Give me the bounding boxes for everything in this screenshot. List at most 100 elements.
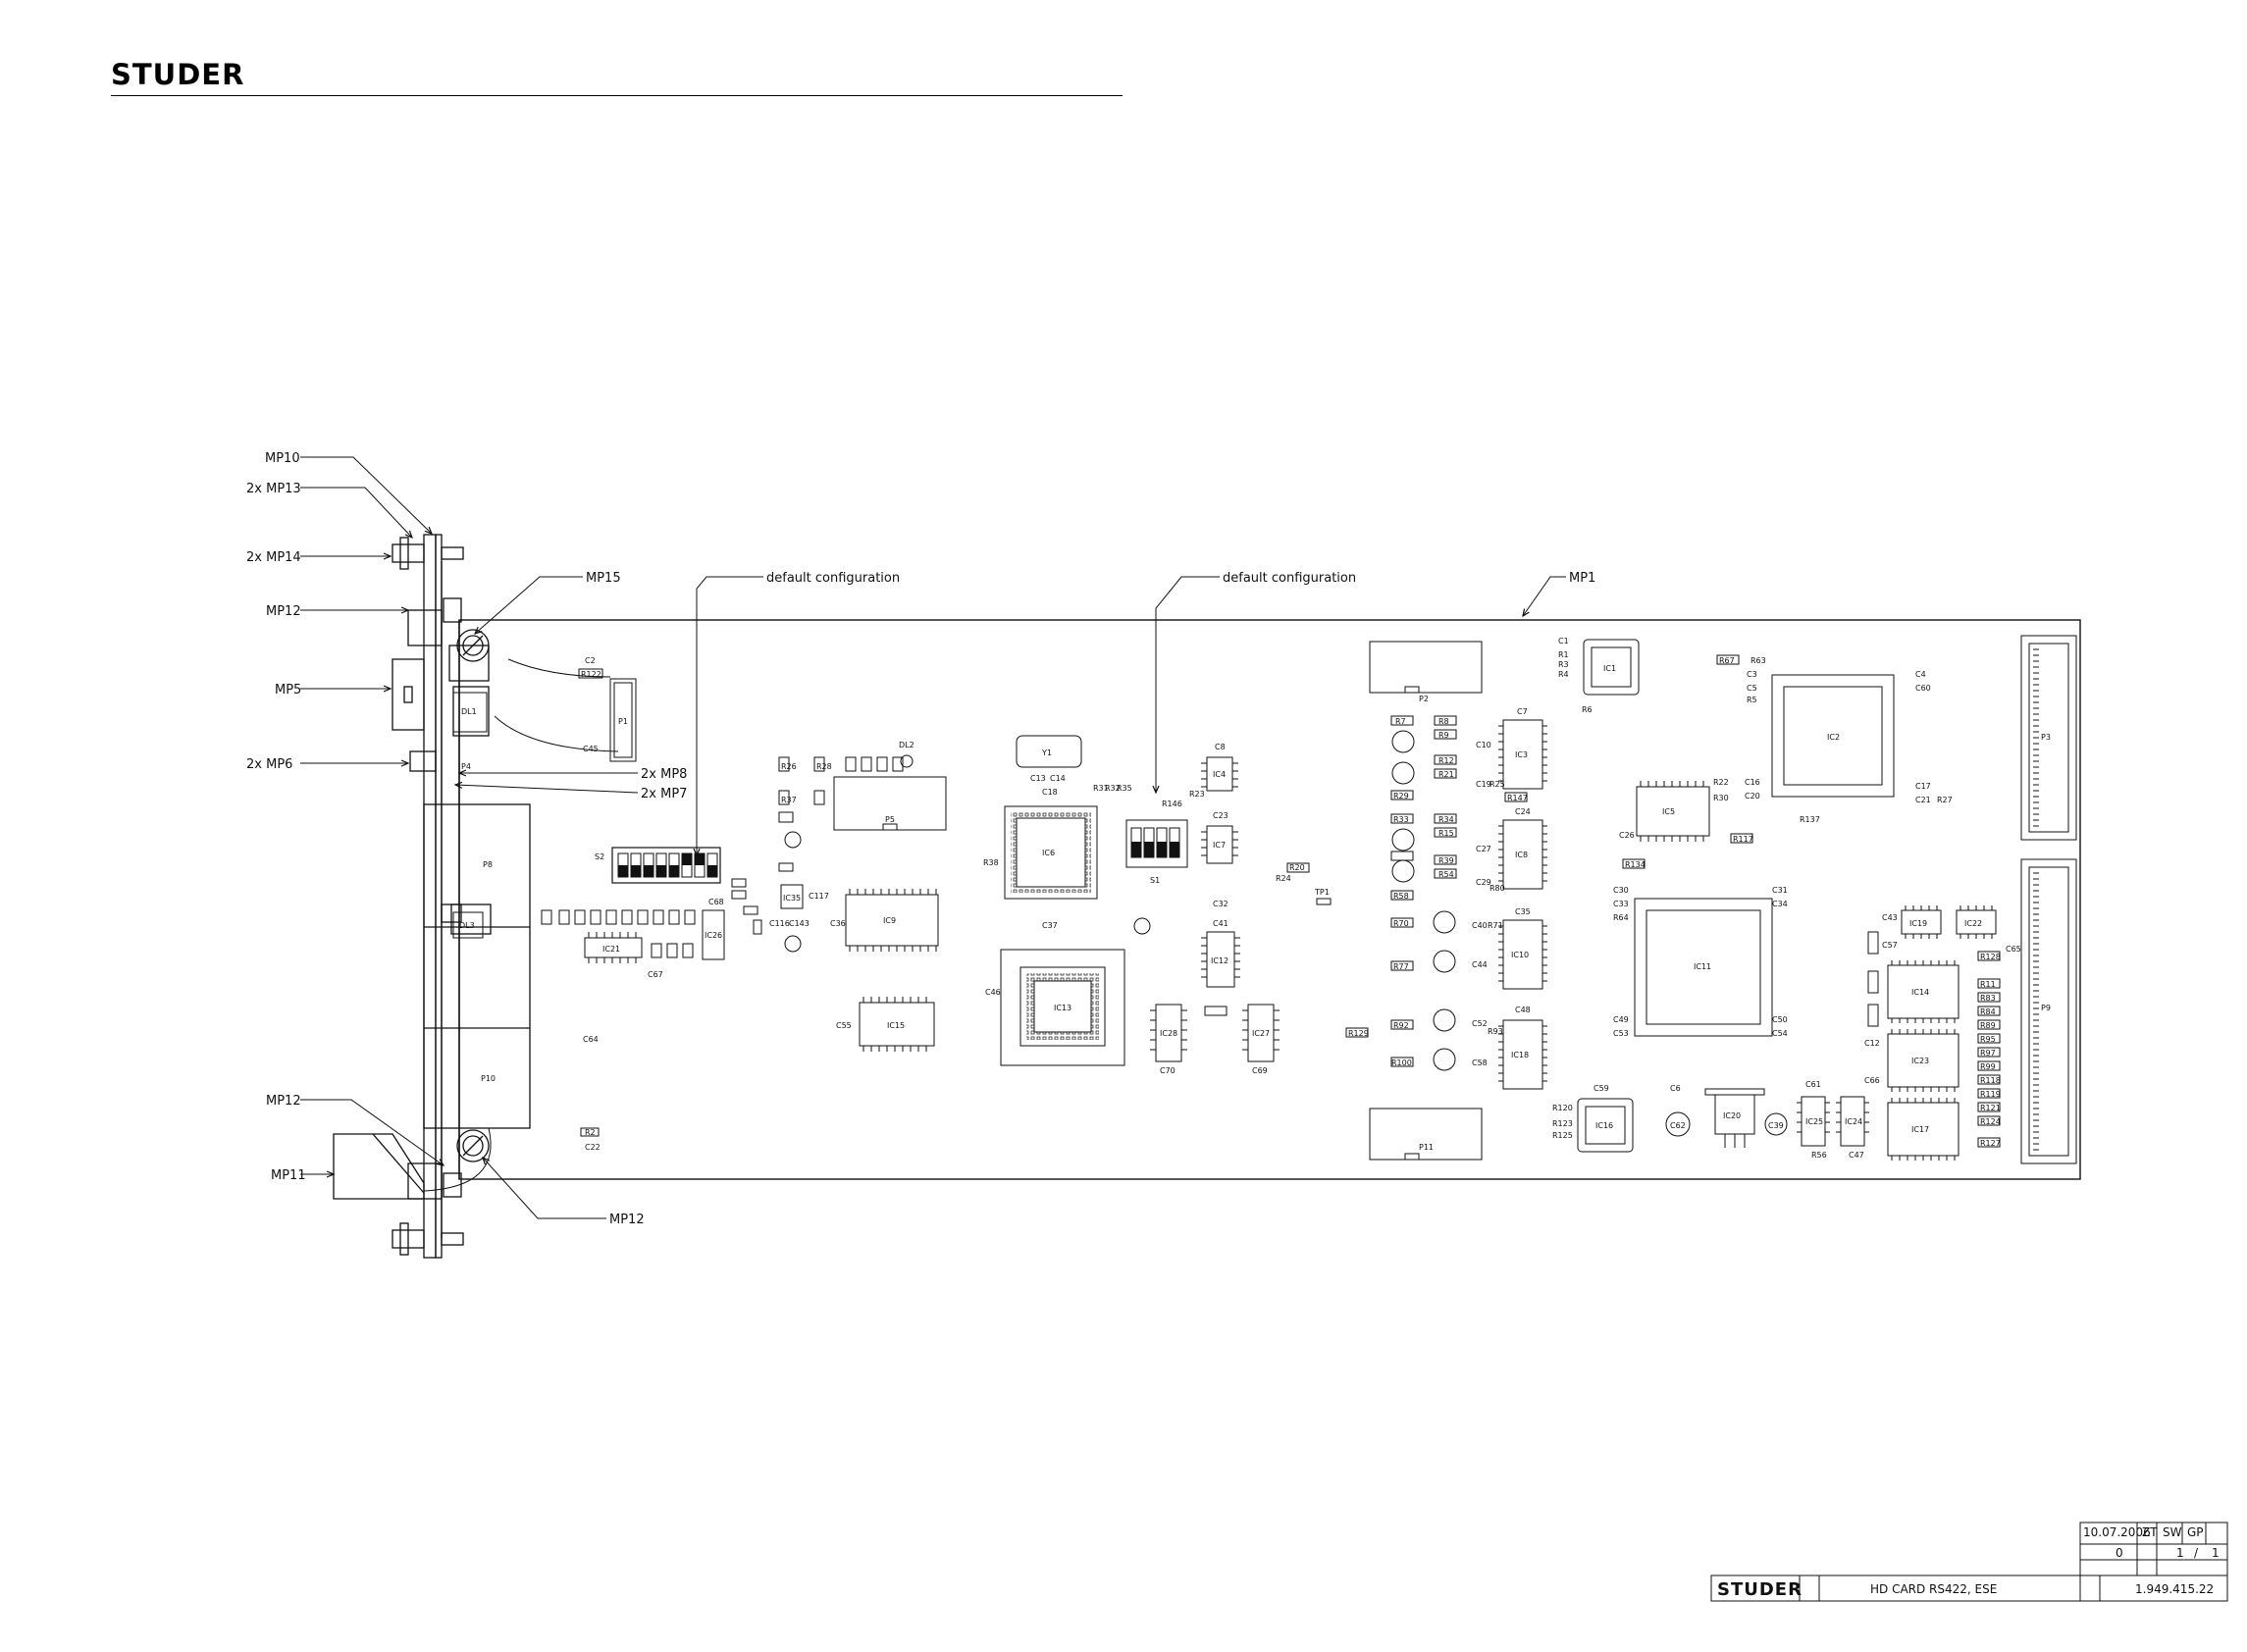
label-c33: C33 [1613, 900, 1629, 908]
label-ic7: IC7 [1213, 841, 1226, 850]
label-r35: R35 [1117, 784, 1132, 793]
label-tp1: TP1 [1314, 888, 1330, 897]
label-c65: C65 [2006, 945, 2021, 954]
label-c43: C43 [1882, 913, 1898, 922]
mid-left-components [778, 735, 1188, 1066]
callout-lines [300, 456, 1566, 1219]
label-r95: R95 [1980, 1035, 1996, 1044]
label-ic22: IC22 [1964, 919, 1982, 928]
label-c7: C7 [1517, 707, 1528, 716]
label-ic3: IC3 [1515, 750, 1528, 759]
label-r129: R129 [1348, 1029, 1369, 1038]
checked-by: SW [2163, 1525, 2182, 1539]
label-ic28: IC28 [1160, 1029, 1177, 1038]
label-ic14: IC14 [1911, 988, 1929, 997]
label-c70: C70 [1160, 1066, 1176, 1075]
label-r118: R118 [1980, 1076, 2001, 1085]
page-number: 1 [2176, 1546, 2184, 1560]
label-c17: C17 [1915, 782, 1931, 791]
label-r147: R147 [1507, 794, 1528, 802]
label-r29: R29 [1393, 792, 1409, 800]
label-ic5: IC5 [1662, 807, 1675, 816]
label-c3: C3 [1747, 670, 1757, 679]
label-c52: C52 [1472, 1019, 1488, 1028]
callout-labels: MP10 2x MP13 2x MP14 MP12 MP5 2x MP6 MP1… [246, 451, 1595, 1227]
label-c23: C23 [1213, 811, 1228, 820]
ejector-screws [456, 629, 490, 1162]
label-c41: C41 [1213, 919, 1228, 928]
label-r34: R34 [1438, 815, 1454, 824]
callout-mp15: MP15 [586, 571, 621, 586]
label-r54: R54 [1438, 870, 1454, 879]
label-c53: C53 [1613, 1029, 1629, 1038]
label-r121: R121 [1980, 1104, 2001, 1112]
label-c16: C16 [1745, 778, 1760, 787]
ic21-pins [588, 932, 637, 963]
label-r99: R99 [1980, 1062, 1996, 1071]
label-c26: C26 [1619, 831, 1635, 840]
label-r28: R28 [816, 762, 832, 771]
label-r93: R93 [1488, 1027, 1503, 1036]
label-r124: R124 [1980, 1117, 2001, 1126]
designators: P1 P2 P3 P4 P5 P8 P9 P10 P11 DL1 DL2 DL3… [459, 637, 2051, 1160]
label-c50: C50 [1772, 1015, 1788, 1024]
label-r31: R31 [1093, 784, 1109, 793]
left-components [452, 668, 762, 1137]
label-c54: C54 [1772, 1029, 1788, 1038]
label-r125: R125 [1552, 1131, 1573, 1140]
label-r123: R123 [1552, 1119, 1573, 1128]
label-r134: R134 [1625, 860, 1646, 869]
label-c39: C39 [1768, 1121, 1784, 1130]
label-r77: R77 [1393, 962, 1409, 971]
page-count: 1 [2212, 1546, 2220, 1560]
drawing-date: 10.07.2006 [2083, 1525, 2151, 1539]
label-c58: C58 [1472, 1058, 1488, 1067]
front-panel [333, 534, 531, 1259]
label-r1: R1 [1558, 650, 1569, 659]
label-r70: R70 [1393, 919, 1409, 928]
label-c1: C1 [1558, 637, 1569, 645]
label-r92: R92 [1393, 1021, 1409, 1030]
label-ic6: IC6 [1042, 849, 1055, 857]
label-c27: C27 [1476, 845, 1491, 853]
label-c5: C5 [1747, 684, 1757, 693]
label-r15: R15 [1438, 829, 1454, 838]
header-rule [111, 95, 1123, 96]
label-ic10: IC10 [1511, 951, 1529, 959]
label-dl2: DL2 [899, 741, 914, 749]
label-r146: R146 [1162, 800, 1182, 808]
label-ic8: IC8 [1515, 851, 1528, 859]
label-ic15: IC15 [887, 1021, 905, 1030]
label-r120: R120 [1552, 1104, 1573, 1112]
dip-switch-s1 [1130, 827, 1180, 858]
label-r64: R64 [1613, 913, 1629, 922]
label-r33: R33 [1393, 815, 1409, 824]
label-c24: C24 [1515, 807, 1531, 816]
label-c2: C2 [585, 656, 596, 665]
label-r7: R7 [1395, 717, 1406, 726]
label-r83: R83 [1980, 994, 1996, 1003]
label-r137: R137 [1800, 815, 1820, 824]
label-r80: R80 [1489, 884, 1505, 893]
callout-default-configuration-2: default configuration [1223, 571, 1356, 586]
label-c60: C60 [1915, 684, 1931, 693]
callout-mp12-bot: MP12 [609, 1213, 645, 1227]
label-r117: R117 [1733, 835, 1753, 844]
label-s1: S1 [1150, 876, 1160, 885]
label-c36: C36 [830, 919, 846, 928]
label-c19: C19 [1476, 780, 1491, 789]
label-p2: P2 [1419, 695, 1429, 703]
right-components [1577, 635, 2077, 1164]
label-c37: C37 [1042, 921, 1058, 930]
label-r100: R100 [1391, 1058, 1412, 1067]
callout-mp8: 2x MP8 [641, 767, 687, 782]
pcb-outline [458, 619, 2081, 1180]
label-r8: R8 [1438, 717, 1449, 726]
title-block-logo: STUDER [1717, 1579, 1803, 1600]
studer-logo: STUDER [111, 58, 245, 91]
callout-mp10: MP10 [265, 451, 300, 466]
edge-connector-pins [2033, 648, 2039, 1151]
label-c44: C44 [1472, 960, 1488, 969]
label-r122: R122 [581, 670, 601, 679]
label-c21: C21 [1915, 796, 1931, 804]
